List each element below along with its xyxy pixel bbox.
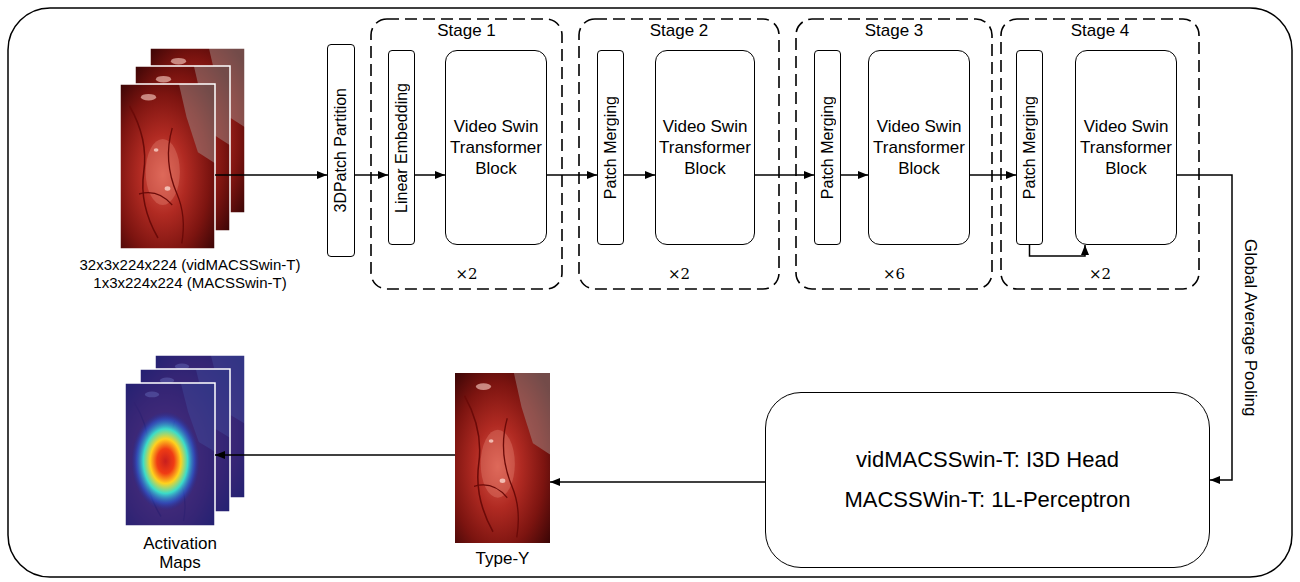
stage-group: Stage 1 ×2 Linear Embedding Video Swin Tran…: [370, 18, 563, 290]
stage-group: Stage 4 ×2 Patch Merging Video Swin Transfo…: [1000, 18, 1200, 290]
dashed-border: [371, 19, 562, 289]
merging-box: Patch Merging: [814, 50, 841, 245]
input-frames: [120, 48, 245, 249]
head-label: MACSSWin-T: 1L-Perceptron: [844, 487, 1130, 513]
stage-group: Stage 2 ×2 Patch Merging Video Swin Transfo…: [578, 18, 780, 290]
arrow: [755, 174, 814, 176]
layer-label: 3DPatch Partition: [332, 88, 350, 213]
dashed-border: [579, 19, 779, 289]
dashed-border: [1001, 19, 1199, 289]
embedding-box: Linear Embedding: [388, 50, 415, 245]
arrow: [1030, 245, 1086, 256]
arrow: [215, 454, 455, 456]
output-frame: [455, 373, 550, 543]
block-label: Video Swin Transformer Block: [873, 116, 965, 180]
repeat-count: ×2: [455, 264, 477, 284]
stage-title: Stage 3: [865, 21, 924, 41]
activation-maps: Activation Maps: [130, 350, 230, 572]
repeat-count: ×6: [883, 264, 905, 284]
layer-label: Patch Merging: [602, 96, 620, 199]
outer-frame: [8, 8, 1292, 577]
transformer-block: Video Swin Transformer Block: [655, 50, 755, 245]
head-box: vidMACSSwin-T: I3D HeadMACSSWin-T: 1L-Pe…: [765, 392, 1210, 568]
arrow: [415, 174, 445, 176]
input-clip: 32x3x224x224 (vidMACSSwin-T)1x3x224x224 …: [60, 44, 320, 292]
arrow: [624, 174, 655, 176]
merging-box: Patch Merging: [597, 50, 624, 245]
stage-title: Stage 2: [650, 21, 709, 41]
merging-box: Patch Merging: [1016, 50, 1043, 245]
input-size-label: 32x3x224x224 (vidMACSSwin-T): [80, 256, 301, 274]
arrow: [550, 481, 765, 483]
repeat-count: ×2: [1089, 264, 1111, 284]
output-frame: Type-Y: [440, 368, 565, 568]
stage-group: Stage 3 ×6 Patch Merging Video Swin Transfo…: [795, 18, 993, 290]
layer-label: Patch Merging: [1021, 96, 1039, 199]
layer-label: Patch Merging: [819, 96, 837, 199]
activation-frames: [125, 355, 245, 526]
arrow: [215, 174, 327, 176]
class-label: Type-Y: [476, 549, 530, 568]
input-size-label: 1x3x224x224 (MACSSwin-T): [93, 274, 286, 292]
edge-label: Global Average Pooling: [1240, 239, 1260, 416]
partition-box: 3DPatch Partition: [327, 44, 355, 257]
arrow: [547, 174, 597, 176]
arrow: [841, 174, 868, 176]
maps-label: Activation Maps: [130, 534, 230, 572]
block-label: Video Swin Transformer Block: [659, 116, 751, 180]
dashed-border: [796, 19, 992, 289]
stage-title: Stage 4: [1071, 21, 1130, 41]
arrow: [970, 174, 1016, 176]
stage-title: Stage 1: [437, 21, 496, 41]
block-label: Video Swin Transformer Block: [1080, 116, 1172, 180]
repeat-count: ×2: [668, 264, 690, 284]
layer-label: Linear Embedding: [393, 83, 411, 213]
transformer-block: Video Swin Transformer Block: [868, 50, 970, 245]
transformer-block: Video Swin Transformer Block: [1075, 50, 1177, 245]
block-label: Video Swin Transformer Block: [450, 116, 542, 180]
head-label: vidMACSSwin-T: I3D Head: [856, 447, 1119, 473]
transformer-block: Video Swin Transformer Block: [445, 50, 547, 245]
